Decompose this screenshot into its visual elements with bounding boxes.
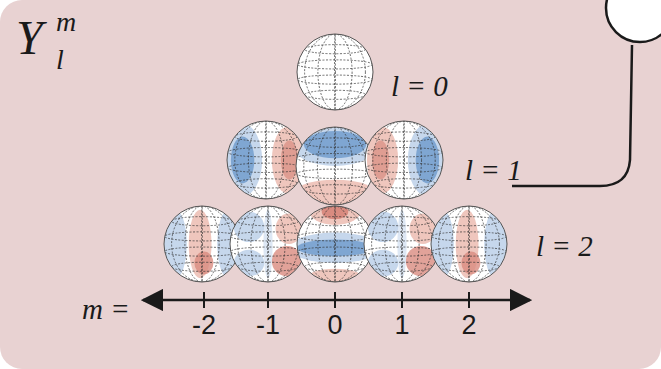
order-axis-label: m =: [82, 295, 130, 324]
m-axis: [143, 299, 530, 302]
harmonic-sphere: [431, 206, 507, 282]
tick-label: -1: [256, 312, 280, 339]
harmonic-sphere: [292, 123, 378, 211]
corner-badge: [606, 0, 661, 42]
degree-label: l = 2: [536, 232, 593, 261]
degree-subscript: l: [56, 46, 64, 74]
order-superscript: m: [56, 8, 76, 36]
bracket-line: [512, 45, 632, 186]
tick-label: 0: [327, 312, 342, 339]
harmonic-sphere: [297, 34, 373, 110]
harmonic-sphere: [164, 206, 240, 282]
tick-label: 1: [394, 312, 409, 339]
harmonic-sphere: [364, 206, 440, 282]
function-symbol: Y: [16, 14, 43, 62]
tick-label: 2: [461, 312, 476, 339]
harmonic-sphere: [230, 206, 306, 282]
harmonic-sphere: [365, 121, 443, 199]
axis-ticks: [204, 292, 469, 308]
tick-label: -2: [192, 312, 216, 339]
degree-label: l = 1: [465, 156, 522, 185]
degree-label: l = 0: [391, 72, 448, 101]
harmonic-sphere: [227, 121, 305, 199]
